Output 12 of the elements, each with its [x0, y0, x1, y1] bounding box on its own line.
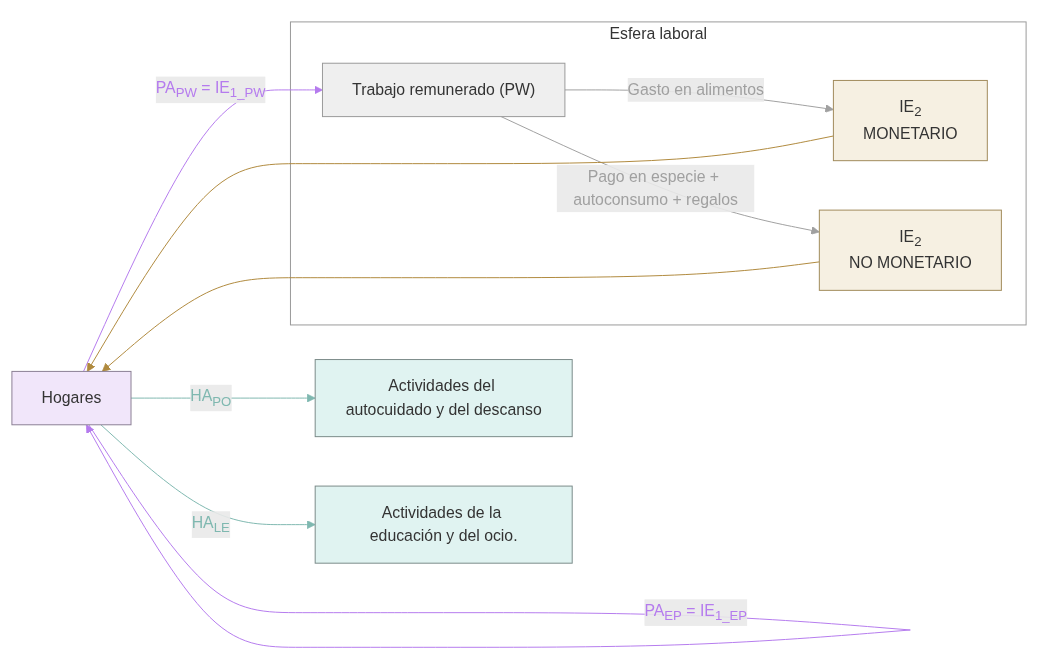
edge-label: PA$_{PW}$ = IE$_{1_PW}$: [155, 79, 266, 101]
edge-label: HA$_{PO}$: [190, 387, 232, 409]
node-box: IE$_{2}$ MONETARIO: [832, 79, 988, 162]
edge-label: Pago en especie + autoconsumo + regalos: [573, 167, 738, 209]
node-box: Actividades del autocuidado y del descanso: [314, 358, 573, 438]
node-box: IE$_{2}$ NO MONETARIO: [818, 209, 1002, 291]
node-box: Trabajo remunerado (PW): [321, 62, 566, 117]
node-box: Actividades de la educación y del ocio.: [314, 485, 573, 564]
edge-label: Gasto en alimentos: [627, 80, 764, 98]
edge-label: HA$_{LE}$: [191, 514, 230, 535]
edge-label: PA$_{EP}$ = IE$_{1_EP}$: [644, 602, 748, 624]
node-box: Hogares: [11, 370, 132, 426]
